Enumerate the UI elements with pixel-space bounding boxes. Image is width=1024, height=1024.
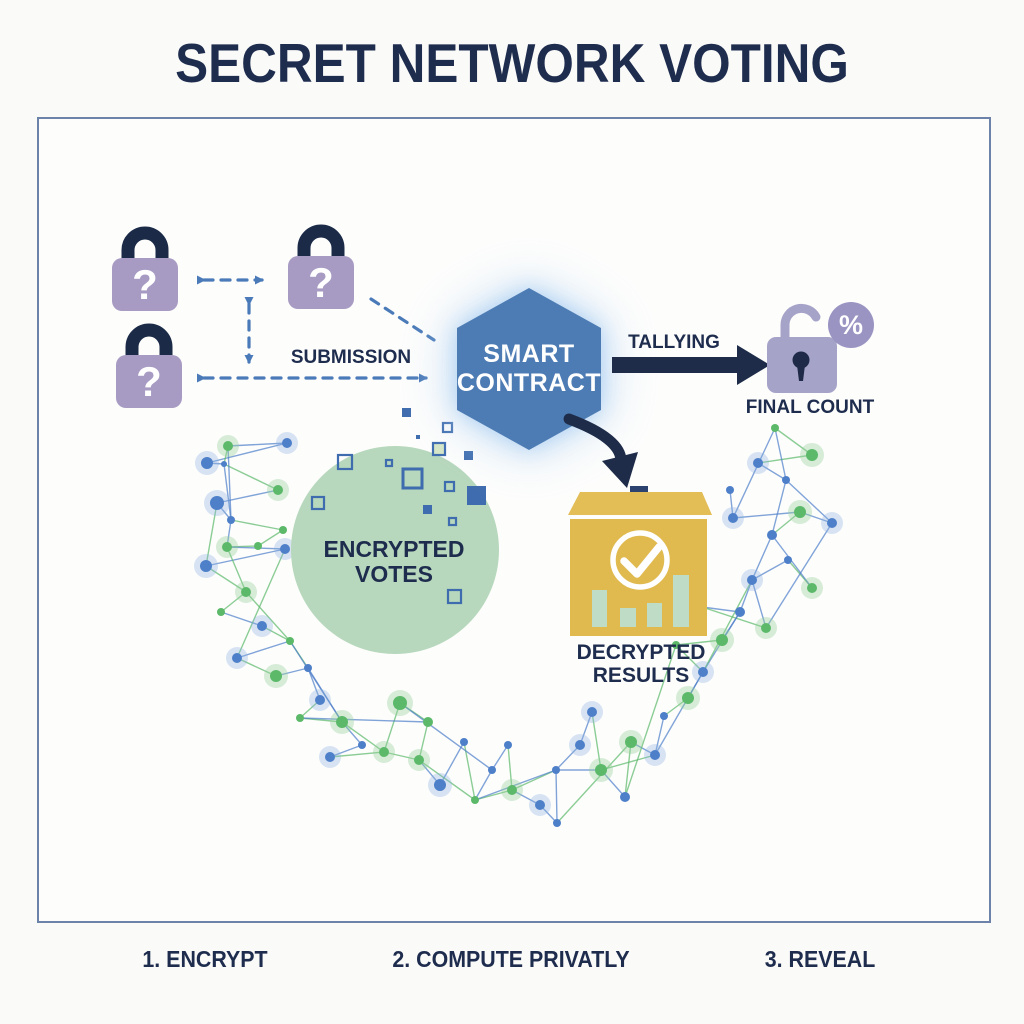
checkmark-icon	[620, 543, 663, 578]
page-title: SECRET NETWORK VOTING	[175, 32, 849, 94]
final-count-label: FINAL COUNT	[746, 397, 875, 418]
tallying-label: TALLYING	[628, 332, 720, 353]
network-graph-decoration	[194, 424, 843, 827]
keyhole-stem-icon	[797, 365, 805, 381]
voter-lock-1: ?	[112, 226, 178, 311]
voter-lock-2: ?	[288, 224, 354, 309]
lock-shackle-icon	[121, 226, 169, 266]
decrypted-results-label-line1: DECRYPTED	[577, 641, 706, 664]
final-count-lock: % FINAL COUNT	[746, 302, 875, 418]
decrypted-results-box: DECRYPTED RESULTS	[568, 486, 712, 687]
encrypted-votes-label-line1: ENCRYPTED	[324, 536, 465, 562]
question-mark: ?	[132, 261, 158, 308]
step-2-compute-privately: 2. COMPUTE PRIVATLY	[392, 946, 630, 972]
result-bar-2	[620, 608, 636, 627]
decrypted-results-label-line2: RESULTS	[593, 664, 689, 687]
result-bar-3	[647, 603, 662, 627]
question-mark: ?	[308, 259, 334, 306]
curved-arrowhead-icon	[602, 452, 638, 488]
percent-glyph: %	[839, 310, 863, 340]
contract-to-results-arrow	[563, 413, 638, 488]
lock2-contract-line	[369, 297, 436, 342]
curved-arrow-icon	[563, 413, 627, 466]
ballot-lid-icon	[568, 492, 712, 515]
smart-contract-label-line2: CONTRACT	[457, 369, 601, 397]
encrypted-votes-circle: ENCRYPTED VOTES	[291, 446, 499, 654]
result-bar-1	[592, 590, 607, 627]
tallying-arrow-group: TALLYING	[612, 332, 770, 385]
submission-label: SUBMISSION	[291, 347, 411, 368]
lock-shackle-icon	[297, 224, 345, 264]
voter-lock-3: ?	[116, 323, 182, 408]
step-1-encrypt: 1. ENCRYPT	[142, 946, 268, 972]
step-3-reveal: 3. REVEAL	[764, 946, 876, 972]
checkmark-circle-icon	[610, 530, 670, 590]
smart-contract-hexagon: SMART CONTRACT	[457, 288, 601, 450]
tallying-arrow-icon	[612, 345, 770, 385]
keyhole-icon	[792, 351, 810, 369]
encrypted-votes-label-line2: VOTES	[355, 561, 433, 587]
question-mark: ?	[136, 358, 162, 405]
hexagon-icon	[457, 288, 601, 450]
result-bar-4	[673, 575, 689, 627]
submission-arrows: SUBMISSION	[197, 275, 436, 383]
lock-shackle-icon	[125, 323, 173, 363]
percent-badge-icon	[828, 302, 874, 348]
open-shackle-icon	[780, 303, 821, 344]
smart-contract-label-line1: SMART	[483, 340, 574, 368]
encrypted-bits-squares	[310, 408, 486, 605]
